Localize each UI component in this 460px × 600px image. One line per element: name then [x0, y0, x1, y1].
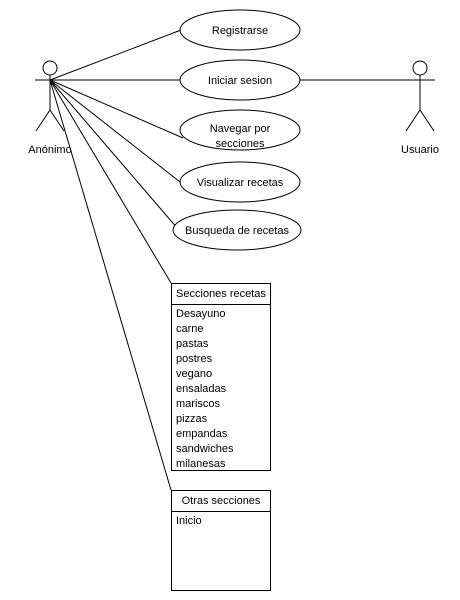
actor-usuario-head [412, 60, 428, 76]
seccion-item: ensaladas [176, 383, 227, 395]
assoc-anonimo-navegar [49, 79, 184, 139]
actor-anonimo [35, 60, 65, 132]
secciones-recetas-box: Secciones recetas Desayuno carne pastas … [171, 283, 271, 471]
use-case-busqueda-recetas [172, 209, 302, 251]
assoc-anonimo-registrarse [49, 29, 182, 81]
seccion-item: mariscos [176, 398, 221, 410]
secciones-recetas-list: Desayuno carne pastas postres vegano ens… [172, 305, 270, 472]
actor-usuario-leg-right [419, 109, 435, 132]
actor-anonimo-label: Anónimo [28, 144, 71, 156]
secciones-recetas-title: Secciones recetas [172, 284, 270, 305]
seccion-item: sandwiches [176, 443, 234, 455]
use-case-navegar-label-line1: Navegar por [210, 123, 271, 135]
actor-anonimo-head [42, 60, 58, 76]
use-case-navegar-label-line2: secciones [216, 138, 265, 150]
actor-usuario-label: Usuario [401, 144, 439, 156]
actor-usuario-leg-left [405, 109, 421, 132]
assoc-anonimo-otras-secciones [49, 79, 172, 491]
seccion-item: pizzas [176, 413, 208, 425]
use-case-visualizar-recetas [179, 161, 301, 203]
assoc-anonimo-secciones-recetas [49, 79, 172, 284]
use-case-iniciar-sesion-label: Iniciar sesion [208, 75, 272, 87]
seccion-item: vegano [176, 368, 213, 380]
use-case-navegar-secciones [179, 109, 301, 151]
assoc-anonimo-visualizar [49, 79, 181, 183]
use-case-registrarse-label: Registrarse [212, 25, 268, 37]
use-case-registrarse [179, 9, 301, 51]
actor-usuario [405, 60, 435, 132]
otras-secciones-title: Otras secciones [172, 491, 270, 512]
otras-secciones-list: Inicio [172, 512, 270, 529]
actor-anonimo-leg-left [35, 109, 51, 132]
use-case-visualizar-recetas-label: Visualizar recetas [197, 177, 284, 189]
seccion-item: pastas [176, 338, 209, 350]
otras-secciones-box: Otras secciones Inicio [171, 490, 271, 591]
seccion-item: carne [176, 323, 204, 335]
use-case-busqueda-recetas-label: Busqueda de recetas [185, 225, 289, 237]
seccion-item: empandas [176, 428, 228, 440]
seccion-item: postres [176, 353, 213, 365]
assoc-anonimo-busqueda [49, 79, 185, 237]
seccion-item: Desayuno [176, 308, 226, 320]
otra-seccion-item: Inicio [176, 515, 202, 527]
use-case-iniciar-sesion [179, 59, 301, 101]
actor-anonimo-leg-right [49, 109, 65, 132]
seccion-item: milanesas [176, 458, 226, 470]
